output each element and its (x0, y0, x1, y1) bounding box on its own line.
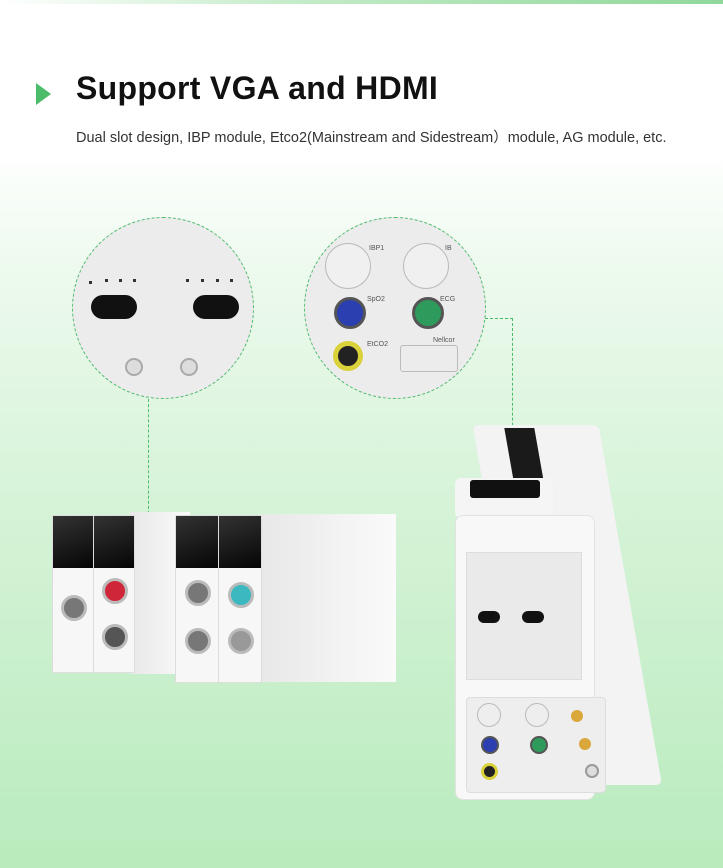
label-ecg: ECG (440, 296, 456, 303)
slot-detail-zoom (72, 217, 254, 399)
port-detail-zoom: IBP1 IB SpO2 ECG EtCO2 Nellcor (304, 217, 486, 399)
slot-left (91, 295, 137, 319)
ecg-port (412, 297, 444, 329)
top-accent-line (0, 0, 723, 4)
module-3 (175, 515, 219, 683)
spo2-port (334, 297, 366, 329)
page-title: Support VGA and HDMI (76, 70, 439, 106)
module-1 (52, 515, 94, 673)
etco2-port (333, 341, 363, 371)
label-etco2: EtCO2 (367, 341, 389, 348)
play-triangle-icon (36, 83, 51, 105)
slot-right (193, 295, 239, 319)
connector-line (148, 399, 149, 519)
label-spo2: SpO2 (367, 296, 385, 303)
module-2 (93, 515, 135, 673)
label-ibp1: IBP1 (369, 245, 385, 252)
label-ibp2: IB (445, 245, 452, 252)
module-4 (218, 515, 262, 683)
connector-line (485, 318, 513, 319)
description: Dual slot design, IBP module, Etco2(Main… (76, 130, 667, 146)
screw-icon (180, 358, 198, 376)
label-nellcor: Nellcor (433, 337, 455, 344)
screw-icon (125, 358, 143, 376)
